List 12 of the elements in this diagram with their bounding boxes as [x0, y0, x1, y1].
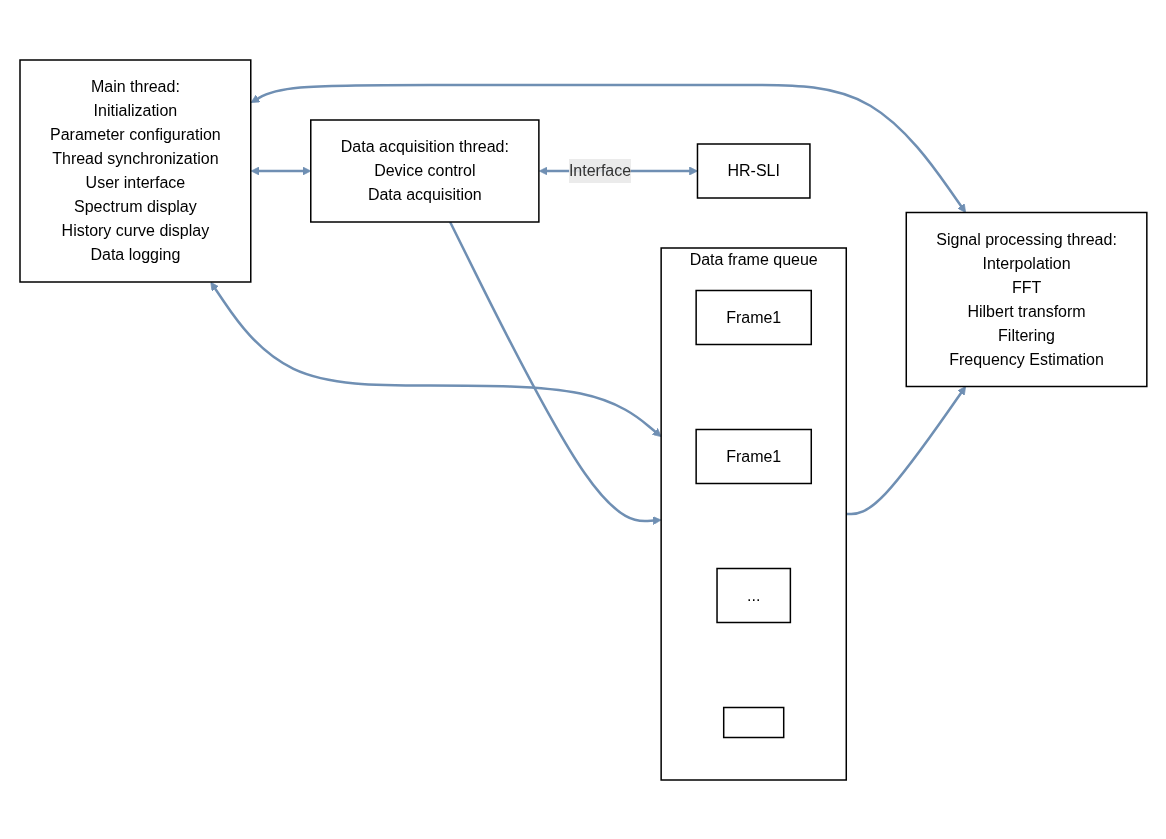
edge-label: Interface	[568, 161, 631, 179]
node-box: Signal processing thread: Interpolation FFT Hilbert transform Filtering Frequency Estimation	[905, 211, 1148, 387]
node-box: Main thread: Initialization Parameter configuration Thread synchronization User interface Spectrum display History curve display Data logging	[18, 58, 252, 283]
arrow	[250, 83, 966, 213]
node-box: Data acquisition thread: Device control Data acquisition	[309, 118, 540, 223]
node-box: HR-SLI	[696, 142, 811, 199]
node-box: Frame1	[694, 289, 812, 345]
node-box: Frame1	[694, 428, 812, 484]
arrow	[845, 385, 966, 515]
node-box	[722, 706, 785, 738]
node-box: ...	[715, 567, 791, 623]
arrow	[250, 166, 311, 175]
